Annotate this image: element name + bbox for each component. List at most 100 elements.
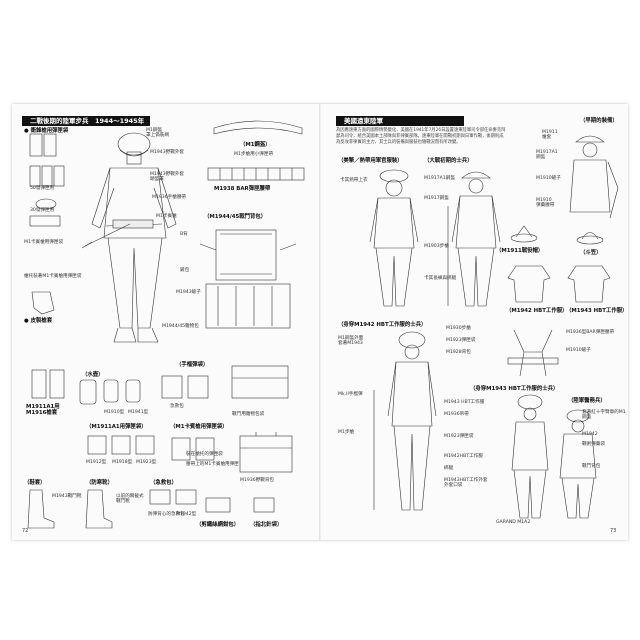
first-aid-pouch-figure: [149, 489, 197, 505]
caption-m1936-belt: M1936手槍腰帶: [152, 195, 187, 200]
caption-hbt-sub2: M1930步槍: [446, 326, 471, 331]
caption-m1943-field: M1943野戰外套頭盔罩: [150, 172, 185, 182]
compass-case-figure: [253, 497, 275, 513]
caption-field-pack: 卡其長褲與綁腿: [424, 276, 457, 281]
caption-mag-pouch-heading: ● 衝鋒槍用彈匣袋: [24, 128, 69, 134]
campaign-hat-figure: [510, 225, 538, 243]
caption-m1-rifle: M1步槍: [338, 430, 355, 435]
grenade-pouch-figure: [161, 375, 209, 399]
caption-ranger-title: （大戰初期的士兵）: [424, 158, 473, 164]
caption-grenade-title: （手榴彈袋）: [176, 362, 209, 368]
caption-smg-30: 30發彈匣用: [30, 208, 55, 213]
right-page-paragraph: 為因應遠東方面的國際情勢變化，美國在1941年7月26日設置遠東陸軍司令部任命麥…: [336, 128, 506, 145]
caption-m1917-helmet: M1917A1鋼盔: [424, 176, 455, 181]
caption-carbine-mag-a: 裝在槍托的彈匣袋: [186, 452, 223, 457]
book-gutter: [319, 104, 321, 540]
caption-m1943-jacket: M1943野戰外套: [150, 150, 185, 155]
right-page-header: 美國遠東陸軍: [336, 116, 464, 126]
infantry-soldier-figure: [81, 132, 177, 343]
caption-pack-title: （M1944/45戰鬥背包）: [204, 214, 267, 220]
caption-usafe-officer: （美擎／熱帶用軍官服裝）: [338, 158, 403, 164]
caption-m1943-sub4: M1942HBT工作服: [444, 454, 483, 459]
caption-first-aid-title: （急救包）: [150, 480, 177, 486]
caption-pack-side: 鏟包: [180, 268, 190, 273]
left-page-header: 二戰後期的陸軍步兵 1944～1945年: [22, 116, 150, 126]
caption-m1911-pouch-c: M1923型: [136, 460, 157, 465]
caption-pack-lower: M1943鏟子: [176, 290, 201, 295]
caption-medic-title: （陸軍醫務兵）: [568, 398, 606, 404]
caption-tropical-helmet: 卡其熱帶上衣: [340, 178, 368, 183]
m1-helmet-band-figure: [213, 120, 303, 135]
caption-medic-sub2: M1942: [582, 432, 598, 437]
left-page-number: 72: [22, 528, 29, 534]
caption-m1911-pouch-a: M1912型: [86, 460, 107, 465]
caption-hbt-belt: M1936型BAR彈匣腰帶: [566, 330, 615, 335]
pouch-pair-figure: [31, 369, 65, 399]
caption-pack-upper: B背: [180, 232, 188, 237]
winter-boots-figure: [85, 489, 113, 529]
officer-figure: [369, 169, 419, 307]
boots-figure: [27, 489, 55, 529]
caption-aid-kit: 急救包: [170, 404, 184, 409]
caption-bar-belt: M1938 BAR彈匣腰帶: [214, 186, 271, 192]
caption-carbine-mag-title: （M1卡賓槍用彈匣袋）: [170, 424, 228, 430]
caption-jump-sub: 以前的兩截式戰鬥靴: [116, 494, 144, 504]
suspender-harness-figure: [507, 329, 559, 377]
caption-m1-helmet-sub: M1步槍用小彈匣帶: [234, 152, 274, 157]
field-bag-figure: [231, 365, 289, 399]
caption-m1943-sub2: M1936吊帶: [444, 412, 469, 417]
caption-m1943-title: （身穿M1943 HBT工作服的士兵）: [470, 386, 559, 392]
caption-m1943-sub1: M1943 HBT工作服: [444, 400, 485, 405]
caption-m1943-sub6: M1943HBT工作外套外套口袋: [444, 478, 488, 488]
caption-hbt-m43: （M1943 HBT工作服）: [566, 308, 628, 314]
caption-hbt-shovel: M1910鏟子: [566, 348, 591, 353]
caption-m1903: M1903步槍: [424, 244, 449, 249]
caption-m1911-pouch: （M1911A1用彈匣袋）: [86, 424, 147, 430]
caption-canteen-a: M1910型: [104, 410, 125, 415]
wire-cutter-case-figure: [205, 497, 231, 513]
m1911-pouch-figures: [87, 435, 155, 455]
early-soldier-figure: [447, 171, 501, 307]
caption-canteen-title: （水壺）: [82, 372, 104, 378]
caption-boots-sub: M1943戰鬥靴: [52, 494, 82, 499]
caption-m1943-sub3: M1923彈匣袋: [444, 434, 474, 439]
m1943-soldier-figure: [511, 394, 549, 519]
caption-holster-left: M1卡賓槍用彈匣袋: [24, 240, 64, 245]
caption-hbt-soldier-title: （身穿M1942 HBT工作服的士兵）: [338, 322, 427, 328]
hbt-jacket-figure: [507, 265, 551, 303]
smg-magazine-pouches: [29, 133, 65, 227]
caption-boots-title: （鞋套）: [24, 480, 46, 486]
medic-figure: [559, 409, 597, 519]
hbt-soldier-figure: [373, 331, 437, 511]
bar-belt-figure: [207, 167, 305, 181]
leather-holster-icon: [31, 291, 55, 315]
caption-m1-carbine: M1卡賓槍: [156, 214, 177, 219]
caption-smg-50: 50發彈匣用: [30, 186, 55, 191]
caption-carbine-stock-pouch: 槍托裝著M1卡賓槍用彈匣袋: [24, 274, 82, 279]
caption-compass-title: （指北針袋）: [250, 522, 283, 528]
caption-hbt-pouch: M1923彈匣袋: [446, 338, 476, 343]
caption-medic-sub4: 戰鬥背包: [582, 464, 601, 469]
carbine-mag-figure: [171, 437, 215, 461]
caption-m1911-hat: （M1911戰役帽）: [496, 248, 544, 254]
caption-medic-sub3: 戰術彈藥袋: [582, 442, 605, 447]
caption-hbt-sub1: M1鋼盔外面套著M1943: [338, 336, 364, 346]
caption-m1-garand: GARAND M1A2: [496, 520, 531, 525]
caption-hbt-jacket: （M1942 HBT工作服）: [506, 308, 568, 314]
caption-m1-helmet-title: （M1鋼盔）: [240, 142, 271, 148]
caption-m1910-shovel: M1910鏟子: [536, 176, 561, 181]
m1936-bag-figure: [239, 432, 293, 473]
caption-first-aid-a: 防彈背心的急救包: [148, 512, 185, 517]
caption-winter-title: （早期的裝備）: [580, 118, 618, 124]
combat-pack-figure: [199, 229, 297, 329]
canteen-figures: [79, 379, 141, 405]
right-page-number: 73: [610, 528, 617, 534]
caption-pack-bottom: M1944/45雜物包: [162, 324, 199, 329]
caption-holster-heading: ● 皮製槍套: [24, 318, 53, 324]
caption-m1917-rifle: M1917鋼盔: [424, 196, 449, 201]
